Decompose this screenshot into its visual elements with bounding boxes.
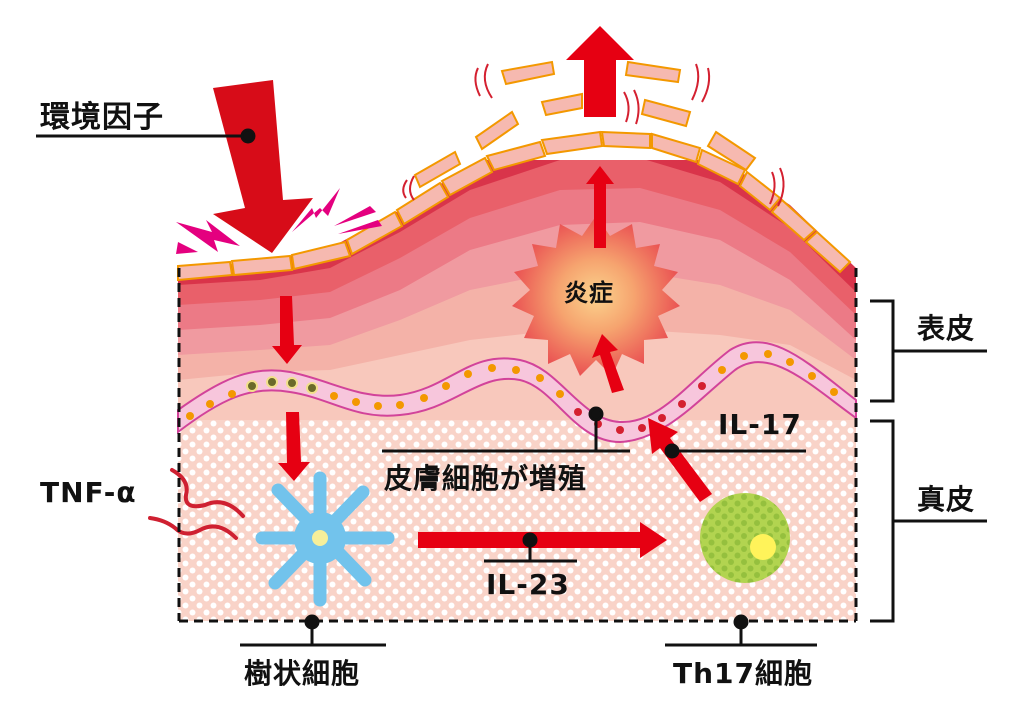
flaking-scales (413, 60, 757, 189)
epidermis-label: 表皮 (917, 312, 976, 345)
environmental-factor-arrow (213, 80, 313, 253)
keratinocyte-proliferation-label: 皮膚細胞が増殖 (384, 462, 588, 495)
environmental-factor-label: 環境因子 (40, 100, 164, 135)
skin-section-outline (177, 268, 858, 623)
inflammation-label: 炎症 (564, 279, 614, 307)
dermis-label: 真皮 (917, 483, 976, 516)
il17-label: IL-17 (718, 408, 802, 441)
tnf-alpha-label: TNF-α (40, 476, 137, 509)
il23-label: IL-23 (486, 568, 570, 601)
flow-arrows (272, 166, 712, 558)
dendritic-cell-label: 樹状細胞 (244, 657, 361, 690)
basal-cell-nuclei (186, 350, 838, 434)
dendritic-cell (255, 471, 395, 607)
shake-marks (402, 63, 785, 207)
inflammation-burst (512, 216, 680, 376)
tnf-alpha-waves (148, 468, 245, 540)
epidermis-layers (178, 160, 856, 420)
leader-lines (36, 128, 987, 647)
th17-cell-label: Th17細胞 (673, 657, 813, 690)
lightning-bolts (176, 188, 382, 254)
th17-cell (700, 493, 790, 583)
scale-shedding-arrow (566, 26, 634, 117)
surface-scales (177, 130, 852, 282)
